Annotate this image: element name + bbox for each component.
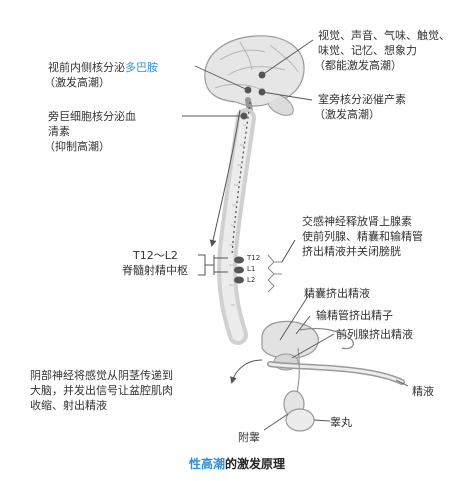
spinal-cord: [217, 108, 256, 345]
magno-note: （抑制高潮）: [44, 140, 110, 153]
leader-lines: [182, 39, 409, 431]
pelvic-organs: [261, 320, 405, 432]
senses-label-line3: （都能激发高潮）: [314, 59, 402, 72]
segment-l1-label: L1: [247, 265, 256, 273]
pvn-label-line1: 室旁核分泌催产素: [318, 93, 406, 106]
epididymis-label: 附睾: [238, 431, 260, 444]
senses-label-line2: 味觉、记忆、想象力: [318, 44, 417, 57]
segment-t12-dot: [234, 256, 244, 264]
mpoa-hormone: 多巴胺: [125, 61, 158, 74]
pudendal-label-line2: 大脑，并发出信号让盆腔肌肉: [30, 384, 173, 397]
seminal-vesicle-label: 精囊挤出精液: [304, 287, 370, 300]
semen-label: 精液: [412, 385, 434, 398]
mpoa-prefix: 视前内侧核分泌: [48, 61, 125, 74]
pvn-label-line2: （激发高潮）: [314, 108, 380, 121]
center-bracket: [198, 254, 215, 276]
descending-pathway: [231, 101, 251, 256]
sympathetic-label-line1: 交感神经释放肾上腺素: [302, 215, 412, 228]
magno-label-line2: 清素: [48, 125, 70, 138]
sympathetic-label-line3: 挤出精液并关闭膀胱: [302, 245, 401, 258]
mpoa-label: 视前内侧核分泌多巴胺: [48, 60, 158, 75]
sympathetic-ganglia: [267, 254, 282, 293]
segment-l2-dot: [234, 276, 244, 284]
vas-deferens-label: 输精管挤出精子: [316, 309, 393, 322]
brain: [204, 35, 305, 133]
figure-caption: 性高潮的激发原理: [0, 455, 474, 472]
segment-t12-label: T12: [247, 254, 261, 262]
mpoa-note: （激发高潮）: [44, 76, 110, 89]
magno-label-line1: 旁巨细胞核分泌血: [48, 110, 136, 123]
center-label-line1: T12～L2: [133, 249, 178, 262]
sympathetic-label-line2: 使前列腺、精囊和输精管: [302, 230, 423, 243]
center-label-line2: 脊髓射精中枢: [122, 264, 188, 277]
segment-l2-label: L2: [247, 276, 256, 284]
segment-l1-dot: [234, 266, 244, 274]
prostate-label: 前列腺挤出精液: [336, 328, 413, 341]
caption-rest: 的激发原理: [225, 457, 286, 471]
caption-highlight: 性高潮: [188, 457, 225, 471]
pudendal-label-line3: 收缩、射出精液: [30, 399, 107, 412]
senses-label-line1: 视觉、声音、气味、触觉、: [318, 29, 450, 42]
testis-label: 睾丸: [330, 416, 352, 429]
pudendal-label-line1: 阴部神经将感觉从阴茎传递到: [30, 369, 173, 382]
pudendal-arrow: [230, 359, 263, 384]
